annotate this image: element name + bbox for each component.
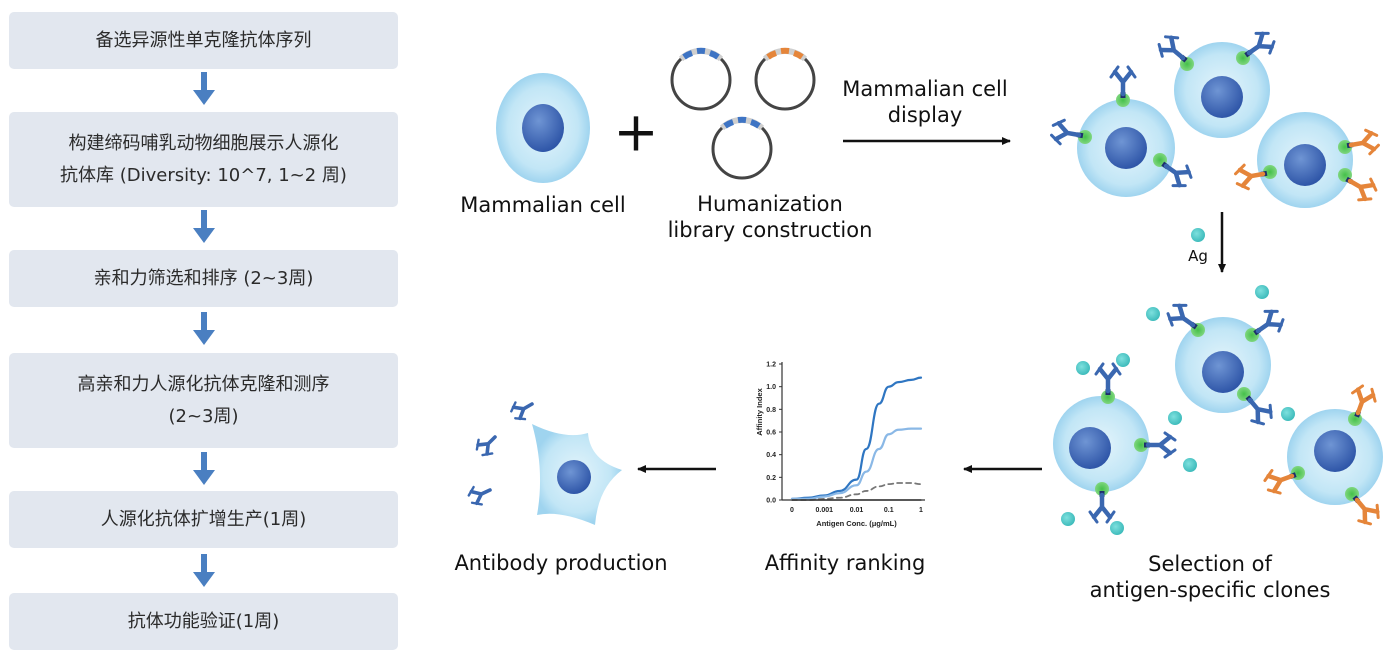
down-arrow-icon xyxy=(193,452,215,485)
selection-label-line-2: antigen-specific clones xyxy=(1089,578,1331,602)
production-label: Antibody production xyxy=(454,551,668,575)
y-tick-label: 0.8 xyxy=(766,407,776,414)
free-antibody-icon xyxy=(471,428,504,461)
x-tick-label: 0 xyxy=(790,507,794,514)
display-label-line-1: Mammalian cell xyxy=(842,77,1008,101)
plasmid-icon xyxy=(711,116,773,180)
flow-step-5-text: 人源化抗体扩增生产(1周) xyxy=(100,508,307,530)
y-tick-label: 0.6 xyxy=(766,430,776,437)
x-tick-label: 1 xyxy=(919,507,923,514)
free-antibody-icon xyxy=(506,393,539,425)
flow-step-2: 构建缔码哺乳动物细胞展示人源化 抗体库 (Diversity: 10^7, 1~… xyxy=(9,112,398,207)
displaying-cell-icon xyxy=(1155,28,1278,138)
display-label-line-2: display xyxy=(887,103,963,127)
y-axis-label: Affinity Index xyxy=(755,387,764,435)
library-label: Humanization library construction xyxy=(660,191,880,243)
selection-label: Selection of antigen-specific clones xyxy=(1060,551,1360,603)
x-tick-label: 0.01 xyxy=(850,507,864,514)
flow-step-2-line-1: 构建缔码哺乳动物细胞展示人源化 xyxy=(68,132,339,154)
flow-step-2-line-2: 抗体库 (Diversity: 10^7, 1~2 周) xyxy=(60,164,347,186)
production-cell-icon xyxy=(532,424,622,525)
mammalian-cell-label: Mammalian cell xyxy=(460,193,626,217)
down-arrow-icon xyxy=(193,72,215,105)
flow-step-5: 人源化抗体扩增生产(1周) xyxy=(9,491,398,548)
plasmid-icon xyxy=(670,47,732,111)
selected-cell-icon xyxy=(1263,384,1384,529)
x-axis-label: Antigen Conc. (μg/mL) xyxy=(816,519,897,528)
display-label: Mammalian cell display xyxy=(830,76,1020,128)
plus-sign: + xyxy=(613,101,658,164)
flow-step-1: 备选异源性单克隆抗体序列 xyxy=(9,12,398,69)
antigen-label: Ag xyxy=(1188,247,1208,265)
series-line-medium-affinity xyxy=(790,427,923,500)
mammalian-cell-icon xyxy=(496,73,590,183)
flow-step-4-line-2: (2~3周) xyxy=(168,405,239,427)
library-label-line-1: Humanization xyxy=(697,192,843,216)
y-tick-label: 1.0 xyxy=(766,384,776,391)
down-arrow-icon xyxy=(193,312,215,345)
x-tick-label: 0.1 xyxy=(884,507,894,514)
free-antibody-icon xyxy=(464,479,496,510)
selection-label-line-1: Selection of xyxy=(1148,552,1272,576)
selected-cell-icon xyxy=(1053,353,1197,535)
y-tick-label: 0.0 xyxy=(766,498,776,505)
flow-step-1-text: 备选异源性单克隆抗体序列 xyxy=(95,29,312,51)
antigen-icon xyxy=(1191,228,1205,242)
displaying-cell-icon xyxy=(1050,67,1195,197)
affinity-chart: 0.0 0.2 0.4 0.6 0.8 1.0 1.2 0 0.001 0.01 0.1 1Antig… xyxy=(755,362,925,528)
y-tick-label: 0.2 xyxy=(766,475,776,482)
affinity-label: Affinity ranking xyxy=(764,551,926,575)
flow-step-3-text: 亲和力筛选和排序 (2~3周) xyxy=(93,267,314,289)
down-arrow-icon xyxy=(193,210,215,243)
flow-step-4-line-1: 高亲和力人源化抗体克隆和测序 xyxy=(77,373,330,395)
flow-step-4: 高亲和力人源化抗体克隆和测序 (2~3周) xyxy=(9,353,398,448)
plasmid-icon xyxy=(754,47,816,111)
displaying-cell-icon xyxy=(1234,112,1379,208)
series-line-high-affinity xyxy=(790,376,923,500)
series-line-low-affinity xyxy=(791,482,922,501)
selected-cell-icon xyxy=(1146,285,1295,428)
y-tick-label: 1.2 xyxy=(766,362,776,369)
flow-step-6-text: 抗体功能验证(1周) xyxy=(127,610,280,632)
y-tick-label: 0.4 xyxy=(766,452,776,459)
flow-step-3: 亲和力筛选和排序 (2~3周) xyxy=(9,250,398,307)
x-tick-label: 0.001 xyxy=(815,507,833,514)
flow-step-6: 抗体功能验证(1周) xyxy=(9,593,398,650)
down-arrow-icon xyxy=(193,554,215,587)
library-label-line-2: library construction xyxy=(667,218,873,242)
